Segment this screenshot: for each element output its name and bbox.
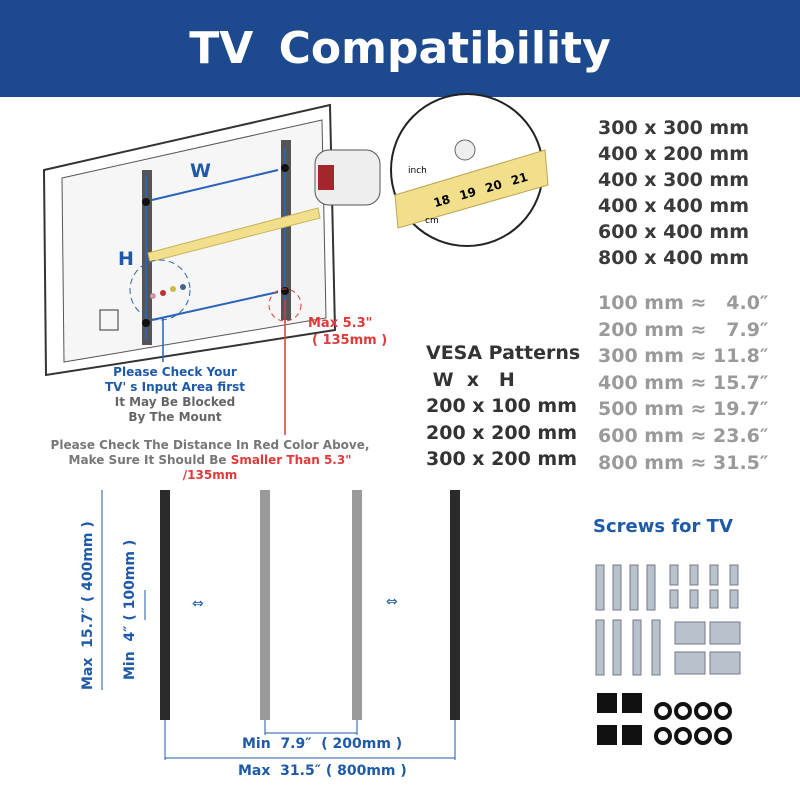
conversion-item: 300 mm ≈ 11.8″ xyxy=(598,345,769,368)
max-height-label: Max 15.7″ ( 400mm ) xyxy=(80,521,96,690)
svg-text:⇔: ⇔ xyxy=(386,594,398,610)
vesa-subtitle: W x H xyxy=(426,368,515,391)
conversion-item: 600 mm ≈ 23.6″ xyxy=(598,424,769,447)
vesa-pattern: 300 x 200 mm xyxy=(426,448,578,471)
vesa-patterns: VESA Patterns W x H 200 x 100 mm 200 x 2… xyxy=(426,340,580,473)
header-banner: TV Compatibility xyxy=(0,0,800,97)
size-item: 400 x 400 mm xyxy=(598,195,750,217)
conversion-item: 500 mm ≈ 19.7″ xyxy=(598,398,769,421)
vesa-pattern: 200 x 100 mm xyxy=(426,395,578,418)
w-label: W xyxy=(190,160,211,182)
screws-kit xyxy=(595,564,741,745)
svg-text:⇔: ⇔ xyxy=(192,596,204,612)
size-item: 800 x 400 mm xyxy=(598,247,750,269)
size-item: 300 x 300 mm xyxy=(598,117,750,139)
input-area-note: Please Check Your TV' s Input Area first xyxy=(104,365,245,394)
vesa-title: VESA Patterns xyxy=(426,342,581,364)
conversion-item: 400 mm ≈ 15.7″ xyxy=(598,371,769,394)
max-width-label: Max 31.5″ ( 800mm ) xyxy=(238,763,407,779)
conversion-list: 100 mm ≈ 4.0″ 200 mm ≈ 7.9″ 300 mm ≈ 11.… xyxy=(598,290,768,476)
min-height-label: Min 4″ ( 100mm ) xyxy=(122,539,138,680)
min-width-label: Min 7.9″ ( 200mm ) xyxy=(242,736,403,752)
mount-rails-bottom: ⇔ ⇔ xyxy=(101,490,460,760)
max-distance-mm: ( 135mm ) xyxy=(312,333,388,348)
size-item: 600 x 400 mm xyxy=(598,221,750,243)
page-title: TV Compatibility xyxy=(189,23,611,74)
supported-sizes-list: 300 x 300 mm 400 x 200 mm 400 x 300 mm 4… xyxy=(598,115,749,271)
conversion-item: 200 mm ≈ 7.9″ xyxy=(598,318,769,341)
vesa-pattern: 200 x 200 mm xyxy=(426,421,578,444)
size-item: 400 x 200 mm xyxy=(598,143,750,165)
w-arrow xyxy=(151,169,279,201)
distance-note: Please Check The Distance In Red Color A… xyxy=(50,438,370,482)
tape-cm-label: cm xyxy=(425,216,439,226)
blocked-note: It May Be Blocked By The Mount xyxy=(114,395,236,424)
screws-title: Screws for TV xyxy=(593,516,733,537)
conversion-item: 800 mm ≈ 31.5″ xyxy=(598,451,769,474)
tv-back-drawing xyxy=(42,103,381,435)
h-label: H xyxy=(118,248,134,270)
tape-measure-icon xyxy=(314,149,381,206)
tape-inch-label: inch xyxy=(408,166,427,176)
size-item: 400 x 300 mm xyxy=(598,169,750,191)
max-distance-label: Max 5.3" xyxy=(308,316,373,331)
conversion-item: 100 mm ≈ 4.0″ xyxy=(598,292,769,314)
magnifier-circle xyxy=(390,93,549,247)
tape-measure-strip xyxy=(147,207,321,263)
